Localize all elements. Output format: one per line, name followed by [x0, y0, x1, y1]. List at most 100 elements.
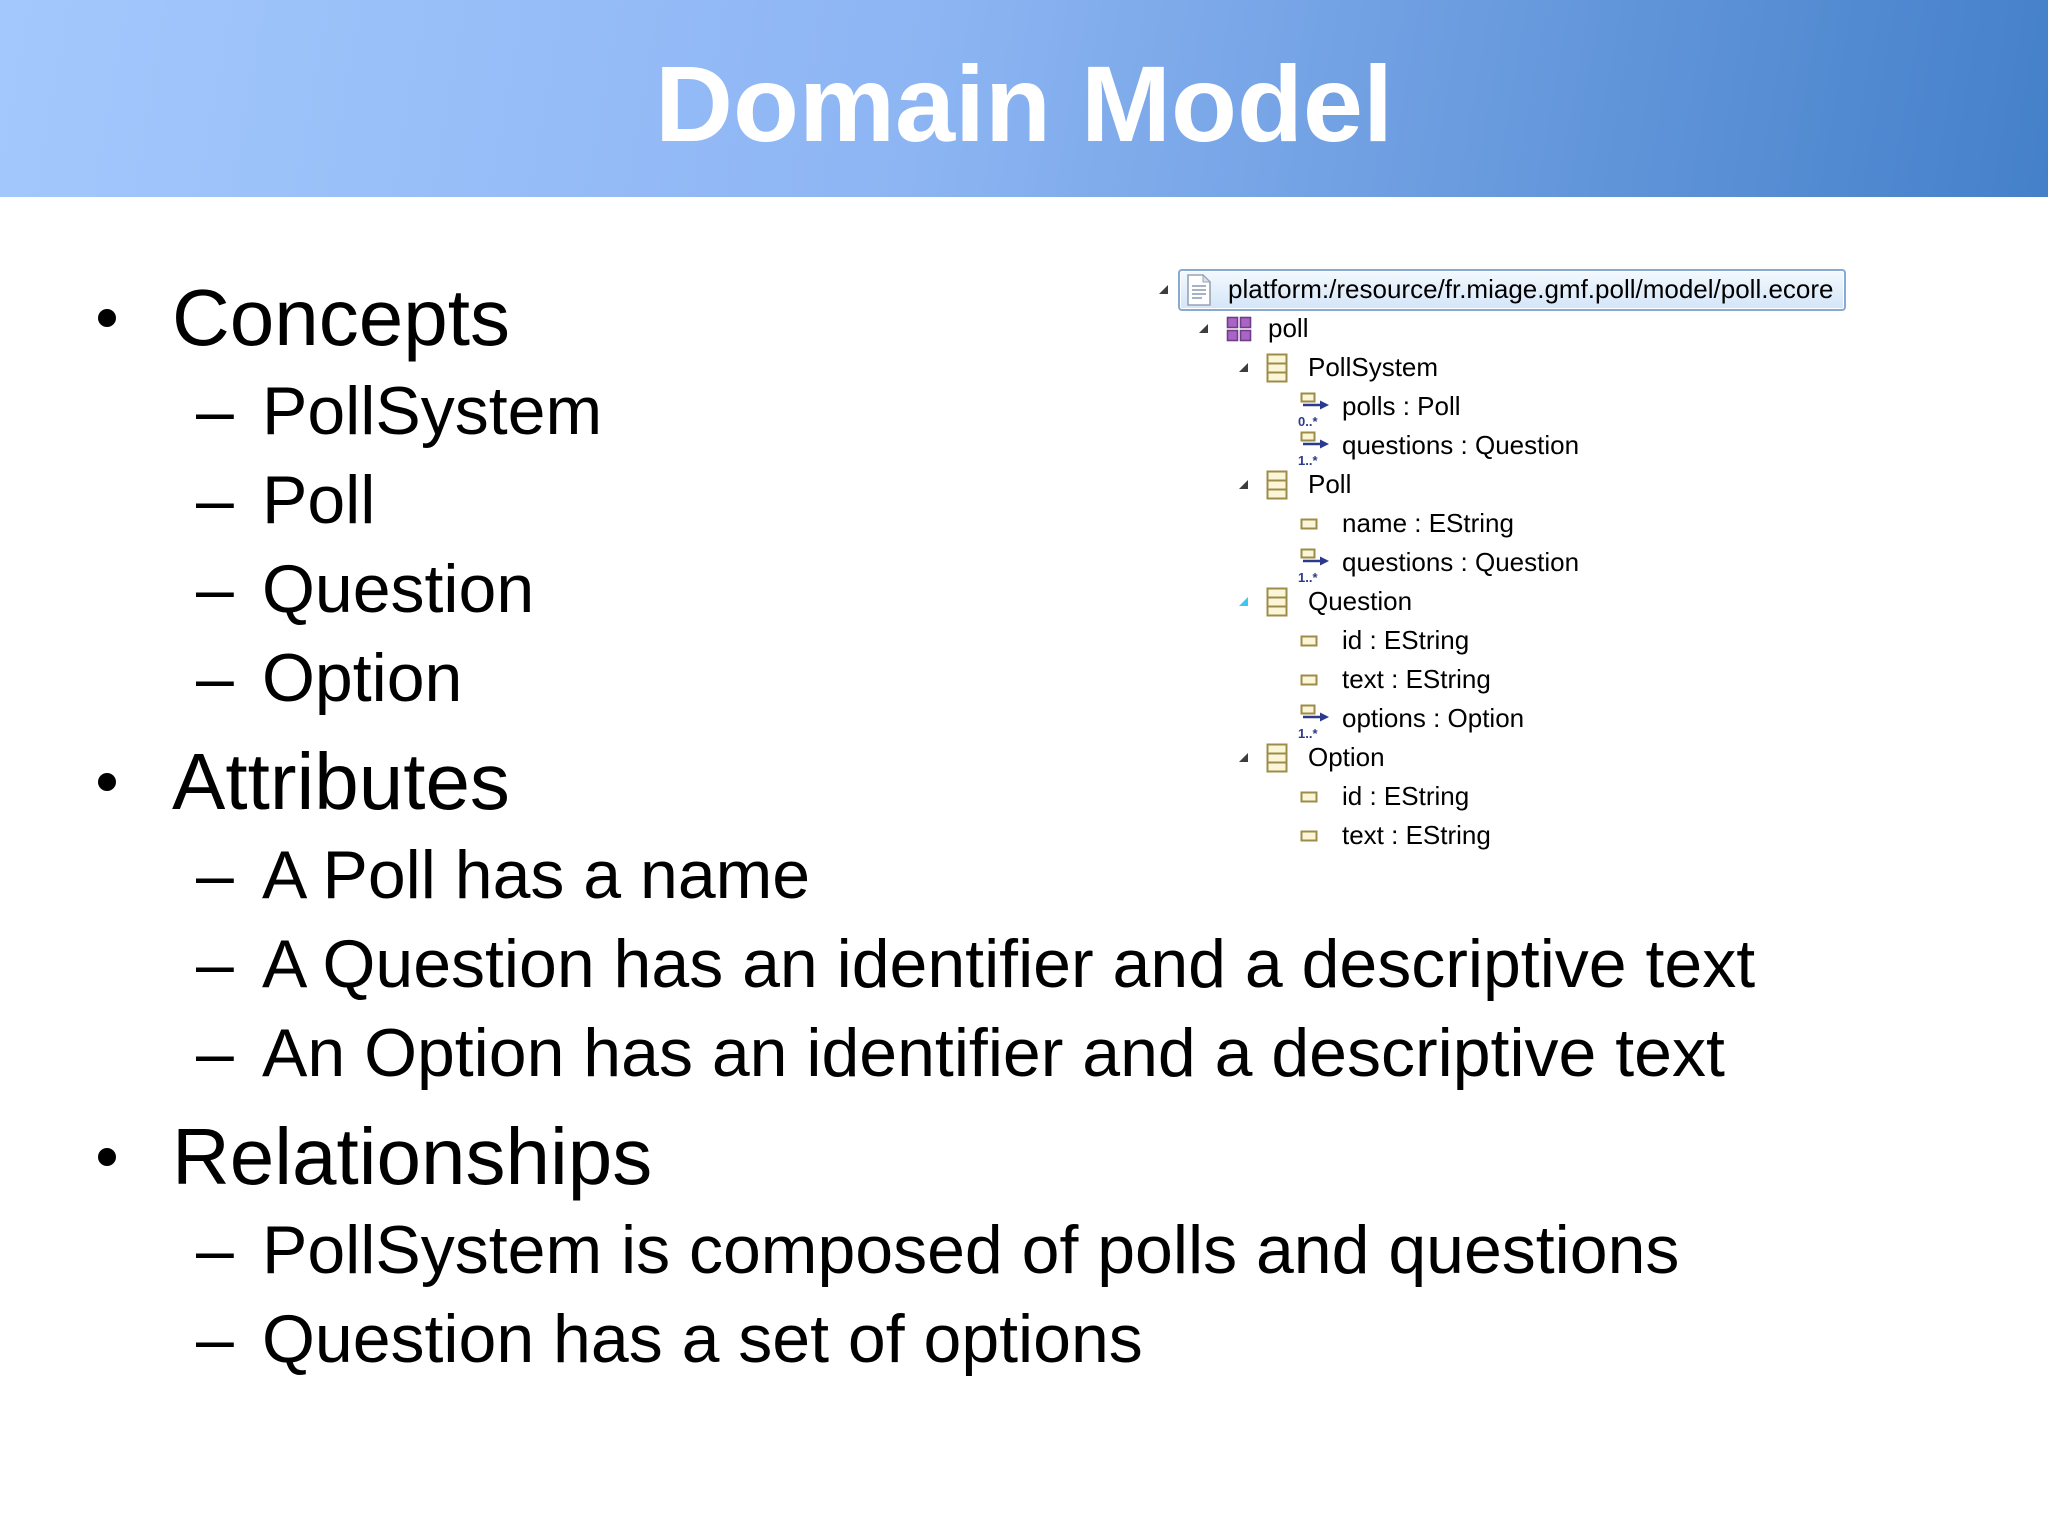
tree-row-content[interactable]: poll — [1218, 308, 1320, 350]
tree-indent — [1140, 757, 1228, 758]
tree-row-label: options : Option — [1342, 703, 1525, 733]
tree-row-label: questions : Question — [1342, 430, 1580, 460]
tree-indent — [1140, 718, 1292, 719]
tree-row-label: PollSystem — [1308, 352, 1439, 382]
tree-row-content[interactable]: text : EString — [1292, 659, 1503, 701]
bullet-line: Relationships — [0, 1109, 2048, 1205]
tree-row[interactable]: Question — [1140, 582, 1846, 621]
tree-row-label: polls : Poll — [1342, 391, 1461, 421]
tree-row[interactable]: id : EString — [1140, 621, 1846, 660]
bullet-text: A Question has an identifier and a descr… — [262, 925, 1756, 1002]
bullet-line: –An Option has an identifier and a descr… — [0, 1008, 2048, 1097]
tree-indent — [1140, 406, 1292, 407]
bullet-dash-icon: – — [196, 639, 234, 716]
expand-arrow-icon[interactable] — [1228, 738, 1258, 777]
bullet-text: An Option has an identifier and a descri… — [262, 1014, 1725, 1091]
tree-row[interactable]: text : EString — [1140, 660, 1846, 699]
class-icon — [1266, 350, 1306, 386]
bullet-text: Concepts — [172, 273, 510, 362]
bullet-text: Poll — [262, 461, 376, 538]
bullet-line: –PollSystem — [0, 366, 2048, 455]
tree-row[interactable]: name : EString — [1140, 504, 1846, 543]
class-icon — [1266, 467, 1306, 503]
tree-indent — [1140, 796, 1292, 797]
tree-row-label: id : EString — [1342, 625, 1470, 655]
tree-row[interactable]: 1..* questions : Question — [1140, 425, 1846, 468]
reference-icon: 1..* — [1298, 701, 1340, 741]
bullet-dash-icon: – — [196, 372, 234, 449]
ecore-file-icon — [1186, 272, 1226, 308]
bullet-text: PollSystem is composed of polls and ques… — [262, 1211, 1680, 1288]
slide-title-bar: Domain Model — [0, 0, 2048, 197]
attribute-icon — [1300, 662, 1340, 698]
tree-row[interactable]: Option — [1140, 738, 1846, 777]
tree-indent — [1140, 835, 1292, 836]
bullet-line: –PollSystem is composed of polls and que… — [0, 1205, 2048, 1294]
tree-row[interactable]: 1..* questions : Question — [1140, 542, 1846, 585]
bullet-text: Question — [262, 550, 535, 627]
bullet-text: A Poll has a name — [262, 836, 811, 913]
bullet-dash-icon: – — [196, 1014, 234, 1091]
bullet-text: PollSystem — [262, 372, 603, 449]
bullet-line: –A Question has an identifier and a desc… — [0, 919, 2048, 1008]
expand-arrow-icon[interactable] — [1148, 270, 1178, 309]
tree-row-content[interactable]: Poll — [1258, 464, 1363, 506]
tree-row-content[interactable]: name : EString — [1292, 503, 1526, 545]
tree-row-content[interactable]: 1..*options : Option — [1292, 698, 1536, 741]
multiplicity-label: 1..* — [1298, 569, 1318, 585]
tree-row[interactable]: platform:/resource/fr.miage.gmf.poll/mod… — [1140, 268, 1846, 311]
tree-indent — [1140, 328, 1188, 329]
tree-row-content[interactable]: 1..* questions : Question — [1292, 425, 1591, 468]
tree-indent — [1140, 640, 1292, 641]
multiplicity-label: 1..* — [1298, 452, 1318, 468]
bullet-text: Attributes — [172, 737, 510, 826]
tree-row[interactable]: 1..*options : Option — [1140, 698, 1846, 741]
tree-row-label: Option — [1308, 742, 1385, 772]
bullet-dash-icon: – — [196, 925, 234, 1002]
bullet-line: –Poll — [0, 455, 2048, 544]
tree-row-content[interactable]: id : EString — [1292, 776, 1481, 818]
tree-row-content[interactable]: Option — [1258, 737, 1397, 779]
bullet-dash-icon: – — [196, 836, 234, 913]
bullet-text: Option — [262, 639, 463, 716]
tree-row-content[interactable]: Question — [1258, 581, 1424, 623]
tree-indent — [1140, 523, 1292, 524]
expand-arrow-icon[interactable] — [1228, 348, 1258, 387]
bullet-dot-icon — [98, 1148, 172, 1166]
tree-indent — [1140, 367, 1228, 368]
tree-row-label: platform:/resource/fr.miage.gmf.poll/mod… — [1228, 274, 1834, 304]
bullet-dot-icon — [98, 309, 172, 327]
bullet-list: Concepts–PollSystem–Poll–Question–Option… — [0, 258, 2048, 1383]
tree-row[interactable]: text : EString — [1140, 816, 1846, 855]
tree-row[interactable]: poll — [1140, 309, 1846, 348]
expand-arrow-icon[interactable] — [1228, 582, 1258, 621]
tree-row-content[interactable]: id : EString — [1292, 620, 1481, 662]
bullet-text: Relationships — [172, 1112, 653, 1201]
tree-row-content[interactable]: PollSystem — [1258, 347, 1450, 389]
bullet-line: Concepts — [0, 270, 2048, 366]
bullet-dot-icon — [98, 773, 172, 791]
tree-row-content[interactable]: 1..* questions : Question — [1292, 542, 1591, 585]
tree-row-content[interactable]: text : EString — [1292, 815, 1503, 857]
expand-arrow-icon[interactable] — [1228, 465, 1258, 504]
bullet-line: Attributes — [0, 734, 2048, 830]
expand-arrow-icon[interactable] — [1188, 309, 1218, 348]
reference-icon: 1..* — [1298, 428, 1340, 468]
bullet-line: –A Poll has a name — [0, 830, 2048, 919]
attribute-icon — [1300, 818, 1340, 854]
ecore-model-tree: platform:/resource/fr.miage.gmf.poll/mod… — [1140, 268, 1846, 855]
package-icon — [1226, 311, 1266, 347]
tree-row[interactable]: PollSystem — [1140, 348, 1846, 387]
page-title: Domain Model — [654, 42, 1394, 164]
tree-indent — [1140, 289, 1148, 290]
class-icon — [1266, 584, 1306, 620]
tree-row-content-selected[interactable]: platform:/resource/fr.miage.gmf.poll/mod… — [1178, 268, 1846, 311]
bullet-dot-icon — [98, 309, 116, 327]
tree-indent — [1140, 445, 1292, 446]
tree-row-label: questions : Question — [1342, 547, 1580, 577]
tree-row[interactable]: id : EString — [1140, 777, 1846, 816]
tree-row[interactable]: Poll — [1140, 465, 1846, 504]
attribute-icon — [1300, 506, 1340, 542]
tree-row[interactable]: 0..*polls : Poll — [1140, 386, 1846, 429]
tree-row-content[interactable]: 0..*polls : Poll — [1292, 386, 1473, 429]
